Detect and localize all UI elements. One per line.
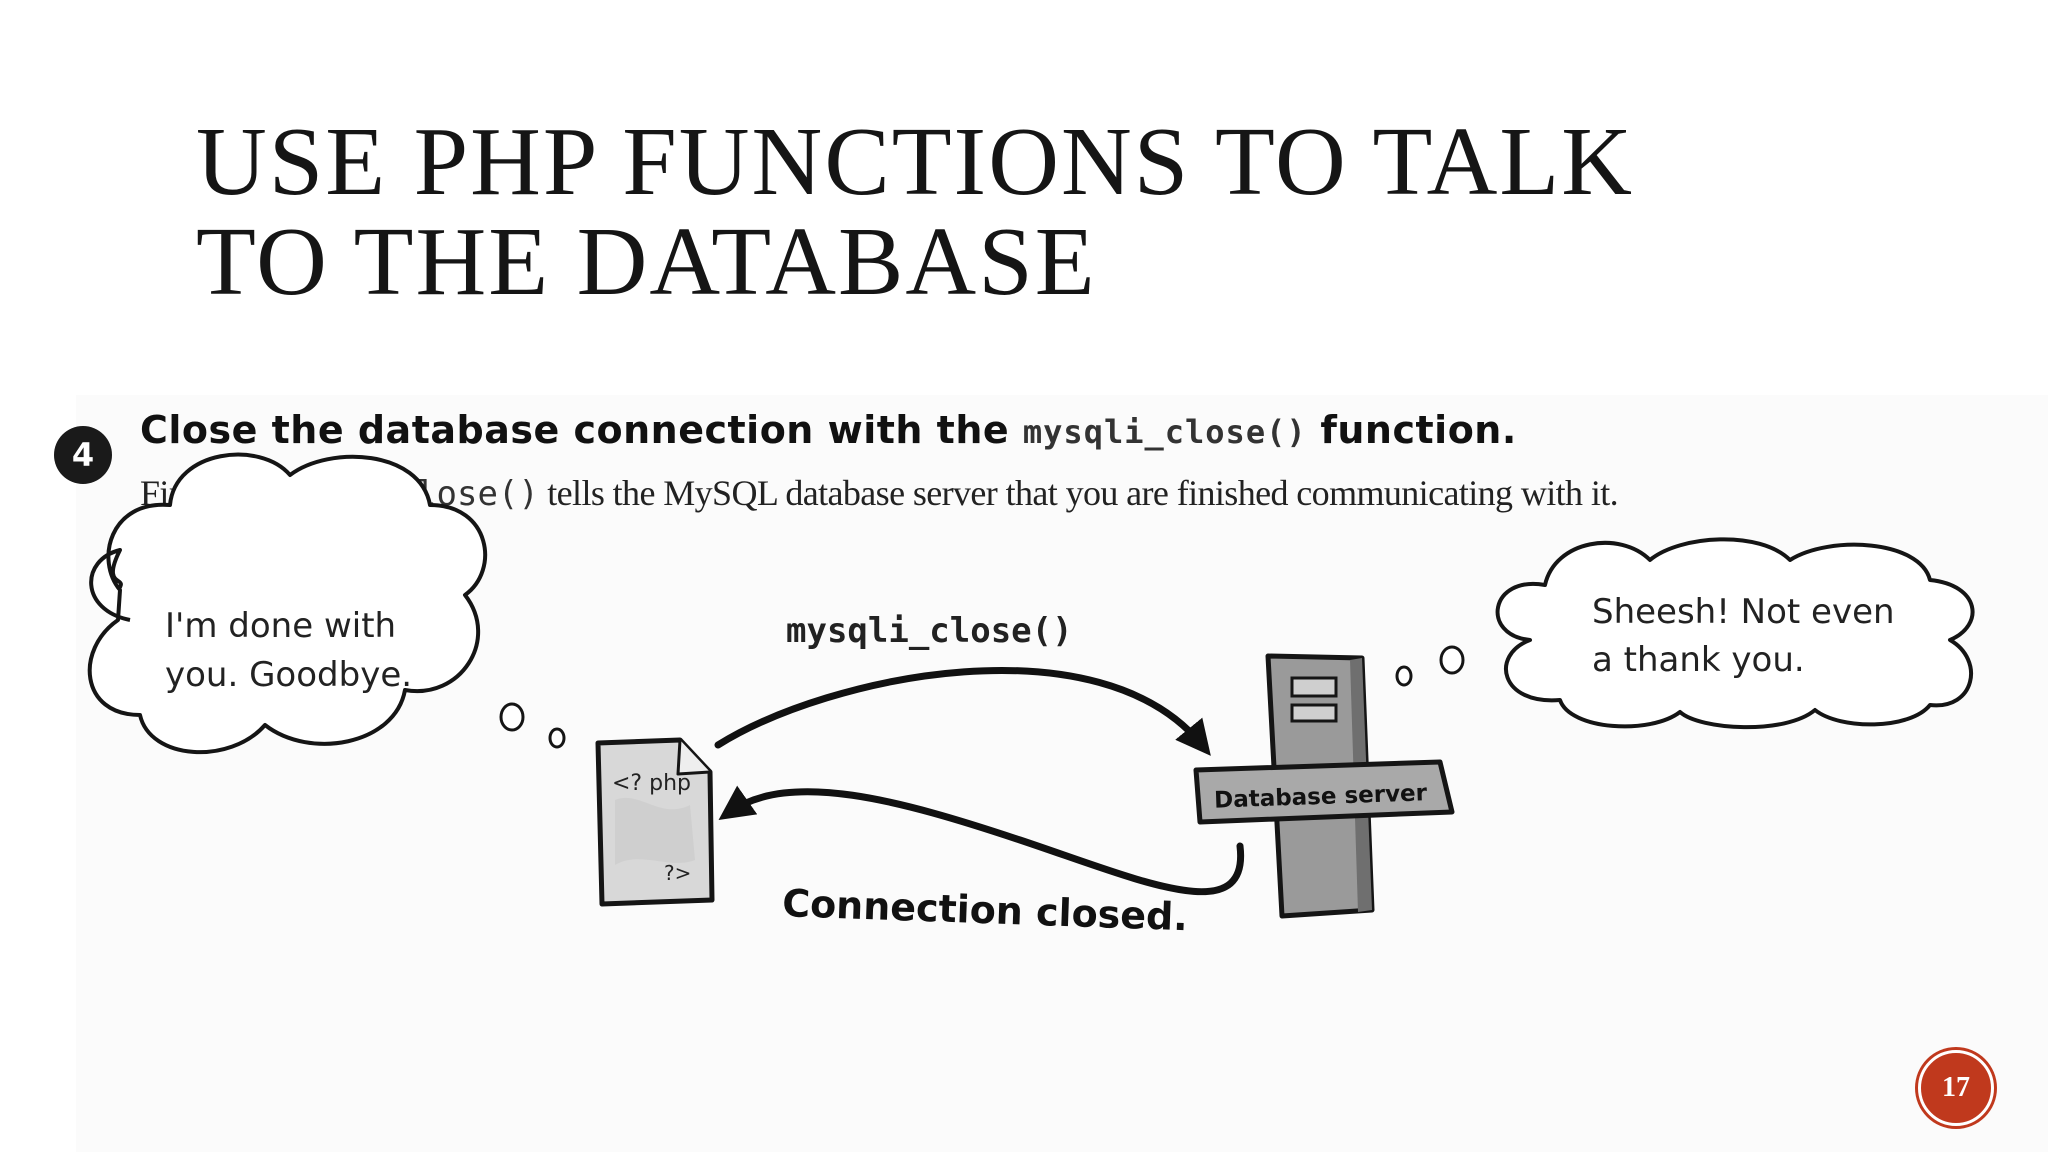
client-thought-line-1: I'm done with: [165, 606, 396, 646]
client-thought-dot-small: [550, 729, 564, 747]
client-thought-cloud: [90, 455, 485, 753]
php-close-tag: ?>: [664, 861, 691, 885]
server-thought-line-2: a thank you.: [1592, 640, 1805, 680]
server-thought-dot-large: [1441, 647, 1463, 673]
response-label: Connection closed.: [782, 881, 1189, 939]
php-open-tag: <? php: [612, 771, 691, 796]
client-thought-line-2: you. Goodbye.: [165, 655, 412, 695]
page-number-badge: 17: [1918, 1050, 1994, 1126]
server-thought-cloud: [1498, 539, 1973, 727]
response-arrow: [730, 792, 1241, 892]
client-thought-dot-large: [501, 704, 523, 730]
php-script-document: <? php ?>: [598, 740, 712, 904]
server-thought-dot-small: [1397, 667, 1411, 685]
call-arrow: [718, 670, 1202, 745]
server-thought-line-1: Sheesh! Not even: [1592, 592, 1895, 632]
call-label: mysqli_close(): [786, 611, 1073, 651]
